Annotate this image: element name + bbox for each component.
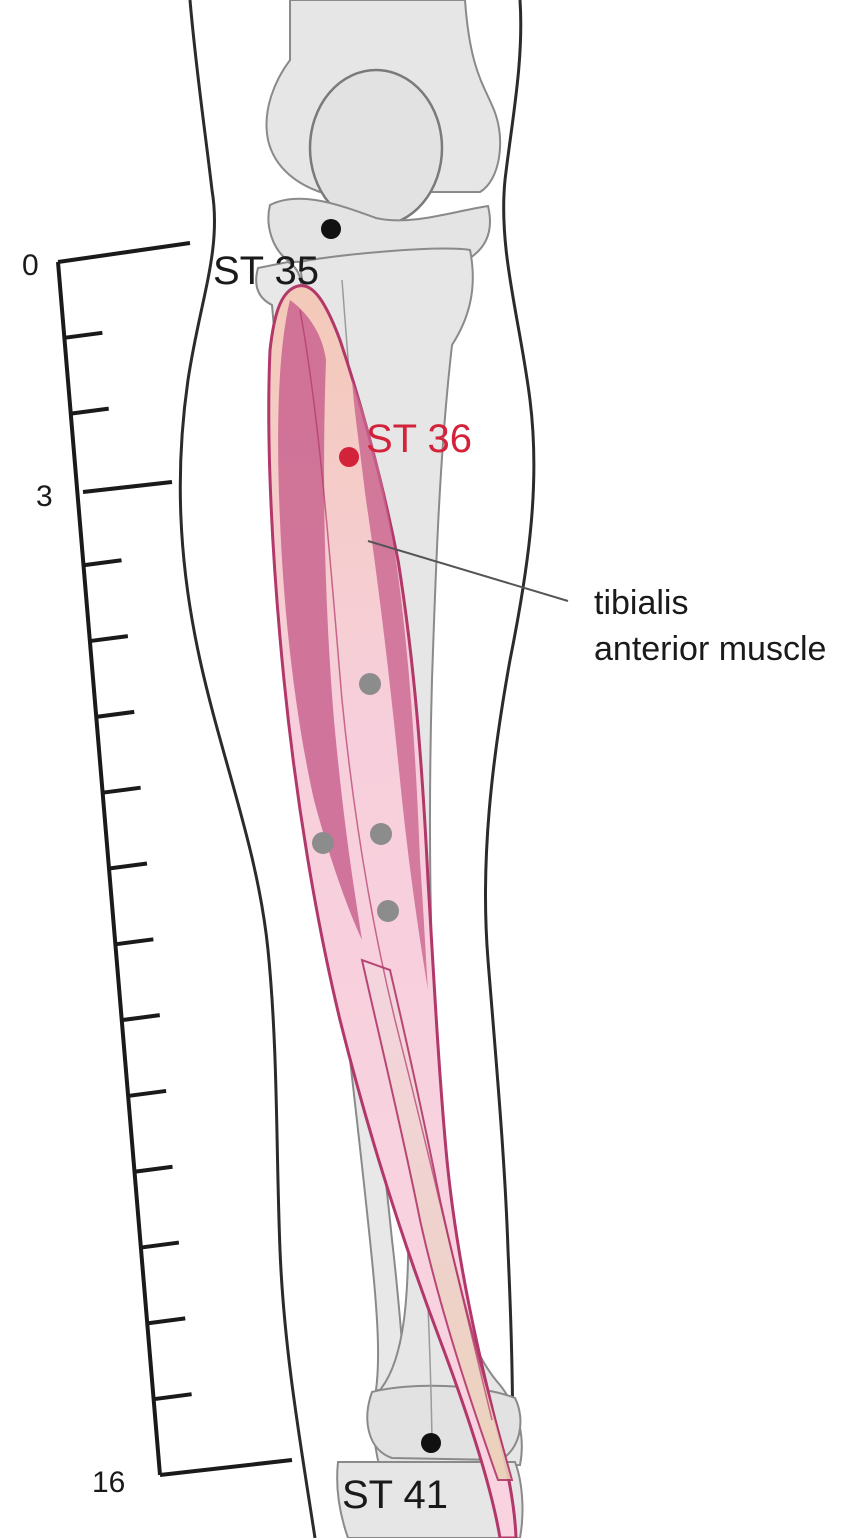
leg-outline-right [485,0,533,1538]
scale-label-zero: 0 [22,249,39,282]
point-gray-middle [370,823,392,845]
scale-bottom-line [160,1460,292,1475]
point-st36-label: ST 36 [366,417,472,461]
point-st35-marker [321,219,341,239]
scale-label-sixteen: 16 [92,1466,125,1499]
scale-tick [128,1091,166,1096]
scale-tick [122,1015,160,1020]
measurement-scale: 0 3 16 [22,243,292,1499]
scale-tick [71,409,109,414]
scale-tick [115,939,153,944]
point-st41-label: ST 41 [342,1473,448,1517]
annotation-line-1: tibialis [594,584,688,622]
point-gray-left [312,832,334,854]
point-st35-label: ST 35 [213,249,319,293]
scale-tick [109,864,147,869]
scale-tick [135,1167,173,1172]
scale-three-line [83,482,172,492]
scale-tick [103,788,141,793]
scale-tick [154,1394,192,1399]
point-st36-marker [339,447,359,467]
point-gray-upper [359,673,381,695]
scale-tick [64,333,102,338]
scale-label-three: 3 [36,480,53,513]
scale-top-line [58,243,190,262]
scale-tick [141,1243,179,1248]
scale-tick [84,560,122,565]
annotation-line-2: anterior muscle [594,630,826,668]
scale-tick [96,712,134,717]
scale-tick [147,1318,185,1323]
point-gray-lower [377,900,399,922]
scale-tick [90,636,128,641]
point-st41-marker [421,1433,441,1453]
